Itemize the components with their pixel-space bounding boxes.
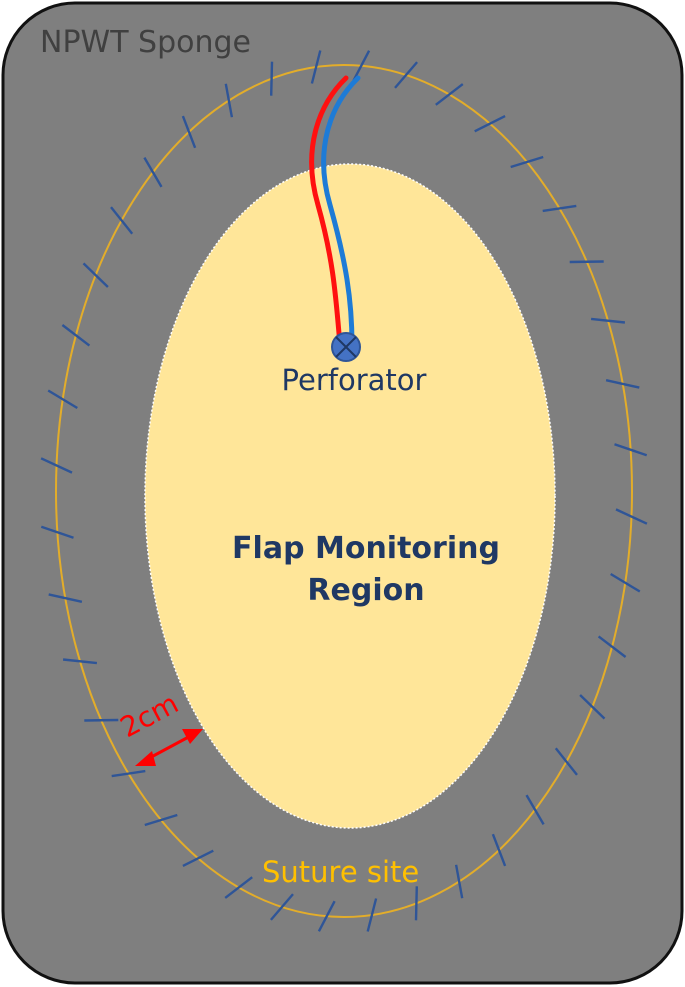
suture-stitch xyxy=(454,864,464,899)
suture-stitch xyxy=(605,379,640,389)
artery-vessel xyxy=(309,75,349,348)
suture-stitch xyxy=(182,849,214,867)
suture-stitch xyxy=(62,658,98,665)
suture-stitch xyxy=(610,572,641,593)
suture-stitch xyxy=(352,50,371,82)
suture-stitch xyxy=(270,61,274,96)
suture-stitch xyxy=(474,115,506,133)
suture-stitch xyxy=(615,508,648,525)
suture-stitch xyxy=(110,206,134,235)
suture-stitch xyxy=(614,443,648,457)
suture-stitch xyxy=(310,50,322,84)
suture-stitch xyxy=(84,718,119,722)
suture-stitch xyxy=(414,886,418,921)
suture-stitch xyxy=(224,83,234,118)
perforator-node-icon xyxy=(331,332,361,362)
suture-stitch xyxy=(143,156,163,188)
suture-stitch xyxy=(525,794,545,826)
flap-monitoring-region xyxy=(144,163,556,829)
suture-stitch xyxy=(269,893,294,921)
suture-stitch xyxy=(491,833,507,867)
suture-stitch xyxy=(542,204,577,213)
suture-stitch xyxy=(40,457,73,474)
vein-vessel xyxy=(321,75,361,348)
suture-stitch xyxy=(82,262,109,288)
suture-stitch xyxy=(579,694,606,720)
suture-stitch xyxy=(510,155,544,169)
suture-stitch xyxy=(569,260,604,264)
suture-stitch xyxy=(181,115,197,149)
distance-marker xyxy=(135,729,203,766)
suture-stitch xyxy=(366,898,378,932)
suture-stitch xyxy=(394,61,419,89)
suture-stitch xyxy=(48,593,83,603)
suture-stitch xyxy=(590,317,626,324)
region-label-line-1: Flap Monitoring xyxy=(232,531,500,566)
suture-line xyxy=(55,64,633,918)
suture-site-label: Suture site xyxy=(262,855,419,889)
region-label-line-2: Region xyxy=(307,573,424,608)
suture-stitch xyxy=(435,83,464,106)
suture-stitch xyxy=(40,525,74,539)
suture-stitch xyxy=(47,389,78,410)
suture-stitches xyxy=(40,50,648,932)
suture-stitch xyxy=(597,635,627,658)
suture-stitch xyxy=(224,876,253,899)
suture-stitch xyxy=(144,813,178,827)
suture-stitch xyxy=(554,747,578,776)
npwt-sponge-label: NPWT Sponge xyxy=(40,25,251,60)
suture-stitch xyxy=(61,324,91,347)
suture-stitch xyxy=(317,900,336,932)
suture-stitch xyxy=(111,769,146,778)
perforator-label: Perforator xyxy=(282,363,427,397)
